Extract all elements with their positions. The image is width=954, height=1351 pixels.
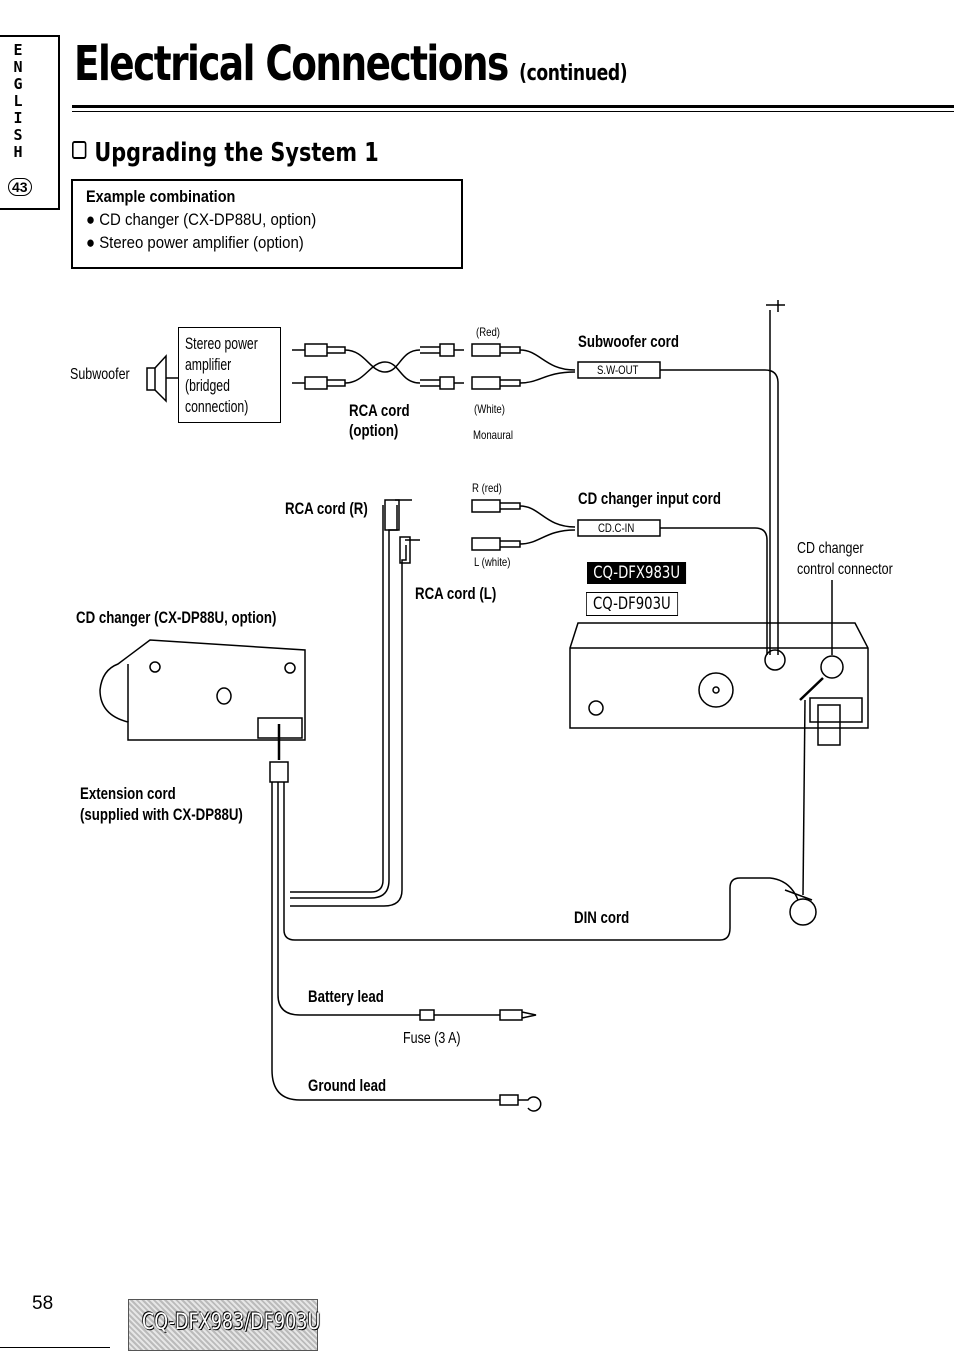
page-title-continued: (continued) [519,61,628,86]
page-title-main: Electrical Connections [74,36,509,92]
rca-cord-option-label: RCA cord(option) [349,401,410,440]
title-rule-thin [72,111,954,112]
cd-changer-unit [99,639,306,741]
footer-model-text: CQ-DFX983/DF903U [142,1310,321,1335]
section-heading: Upgrading the System 1 [72,138,379,168]
extension-cord-label: Extension cord(supplied with CX-DP88U) [80,784,243,824]
subwoofer-label: Subwoofer [70,366,130,383]
rca-jack-icon [471,499,521,551]
cd-changer-label: CD changer (CX-DP88U, option) [76,608,277,627]
l-white-label: L (white) [474,555,511,569]
monaural-label: Monaural [473,428,514,442]
page-number: 58 [32,1293,54,1314]
rca-plug-icon [292,343,346,390]
cd-c-in-label: CD.C-IN [598,521,635,535]
ground-lead-label: Ground lead [308,1076,387,1095]
battery-lead-label: Battery lead [308,987,384,1006]
head-unit [569,622,869,746]
footer-model-badge [128,1299,318,1351]
footer-rule [0,1347,110,1348]
title-rule [72,105,954,108]
section-number-badge: 43 [8,178,32,196]
sw-out-label: S.W-OUT [597,363,639,377]
example-title: Example combination [86,187,236,206]
example-box [71,179,463,269]
r-red-label: R (red) [472,481,502,495]
example-item: ● Stereo power amplifier (option) [86,233,304,252]
model-label-df903u: CQ-DF903U [586,592,678,616]
section-heading-text: Upgrading the System 1 [94,138,379,168]
speaker-icon [146,354,178,403]
rca-cord-l-label: RCA cord (L) [415,584,497,603]
amplifier-box [178,327,281,423]
fuse-label: Fuse (3 A) [403,1030,461,1047]
page-title: Electrical Connections (continued) [74,36,628,92]
cd-changer-input-cord-label: CD changer input cord [578,489,721,508]
rca-plug-icon [420,343,464,390]
rca-jack-icon [471,343,521,390]
checkbox-bullet-icon [72,141,87,159]
example-item: ● CD changer (CX-DP88U, option) [86,210,317,229]
white-label: (White) [474,402,505,416]
rca-cord-r-label: RCA cord (R) [285,499,368,518]
model-label-dfx983u: CQ-DFX983U [587,562,687,584]
din-cord-label: DIN cord [574,908,630,927]
red-label: (Red) [476,325,501,339]
language-tab [0,35,60,210]
subwoofer-cord-label: Subwoofer cord [578,332,679,351]
